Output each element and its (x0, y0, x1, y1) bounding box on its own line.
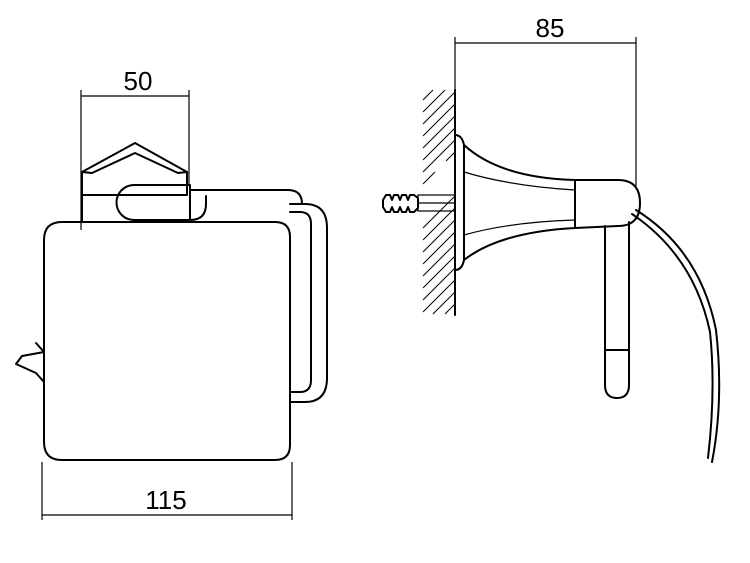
side-view: 85 (382, 13, 721, 463)
roll-bar-inner (289, 211, 312, 393)
dimension-total-width: 115 (41, 462, 293, 520)
hinge-arm (115, 184, 303, 221)
dimension-top-width: 50 (80, 66, 190, 230)
wall-screw (382, 194, 456, 213)
arm-notch (189, 195, 207, 221)
side-clip (15, 351, 45, 383)
side-arm (574, 179, 641, 229)
mount-outline (81, 142, 188, 196)
base-outline (454, 134, 576, 271)
cover-flap (43, 221, 291, 461)
arm-cap (115, 184, 191, 221)
flared-base (454, 134, 576, 271)
roll-bar (289, 203, 328, 403)
wall-mount-block (81, 142, 188, 223)
dimension-projection: 85 (454, 13, 637, 188)
flap-edge-curve (635, 209, 721, 463)
arm-top-edge (189, 189, 303, 205)
roll-bar-outer (289, 203, 328, 403)
rod-outline (604, 221, 630, 399)
wall-hatching (422, 89, 456, 315)
dimension-label-115: 115 (145, 485, 186, 515)
flap-edge-curve-inner (631, 213, 714, 459)
dimension-label-85: 85 (536, 13, 565, 43)
front-view: 50 115 (15, 66, 328, 520)
dimension-label-50: 50 (124, 66, 153, 96)
vertical-rod (604, 221, 630, 399)
screw-thread (382, 194, 419, 213)
mount-inner-facet (91, 152, 179, 174)
